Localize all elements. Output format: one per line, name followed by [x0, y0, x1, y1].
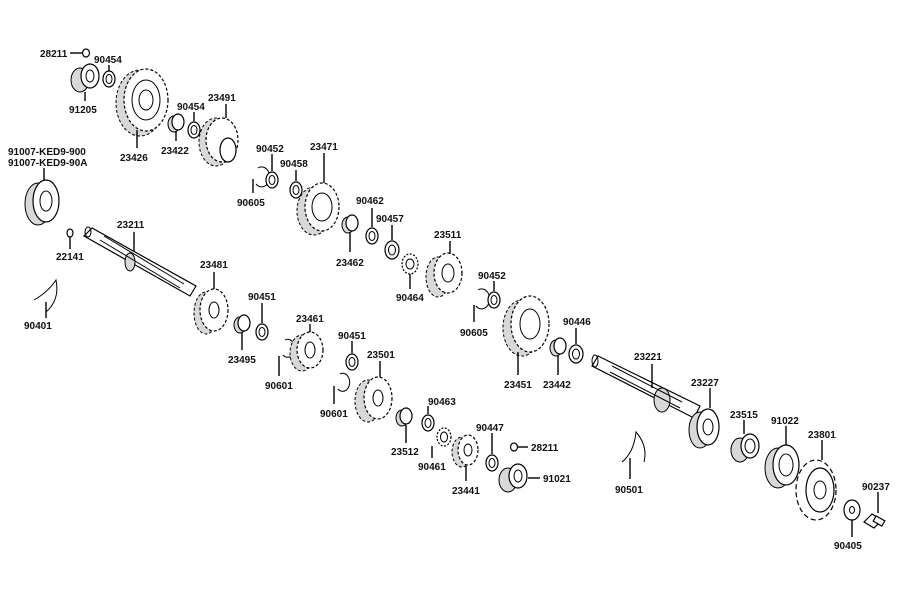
- label-90458: 90458: [280, 159, 308, 170]
- part-90462[interactable]: [365, 208, 379, 245]
- label-23426: 23426: [120, 153, 148, 164]
- label-90601-b: 90601: [320, 409, 348, 420]
- part-90601-b[interactable]: [333, 372, 351, 404]
- label-23501: 23501: [367, 350, 395, 361]
- label-91205: 91205: [69, 105, 97, 116]
- part-23501-gear[interactable]: [354, 361, 393, 423]
- label-90237: 90237: [862, 482, 890, 493]
- part-91021[interactable]: [498, 463, 540, 493]
- part-23462[interactable]: [341, 214, 359, 252]
- label-28211-top: 28211: [40, 49, 68, 60]
- part-23491-gear[interactable]: [198, 104, 239, 167]
- part-90405[interactable]: [843, 499, 861, 537]
- part-23426-gear[interactable]: [115, 68, 169, 148]
- label-90401: 90401: [24, 321, 52, 332]
- label-90464: 90464: [396, 293, 424, 304]
- label-90462: 90462: [356, 196, 384, 207]
- part-labels: 28211 90454 91205 23426 23422 90454 2349…: [8, 49, 890, 552]
- label-90446: 90446: [563, 317, 591, 328]
- part-23441-gear[interactable]: [451, 434, 479, 481]
- label-90454-top: 90454: [94, 55, 122, 66]
- part-90446[interactable]: [568, 328, 584, 364]
- label-23442: 23442: [543, 380, 571, 391]
- part-90452-b[interactable]: [487, 281, 501, 309]
- part-90464[interactable]: [401, 253, 419, 289]
- part-90451-a[interactable]: [255, 303, 269, 341]
- label-90405: 90405: [834, 541, 862, 552]
- part-23515[interactable]: [730, 420, 760, 463]
- label-90451-b: 90451: [338, 331, 366, 342]
- part-90454-a[interactable]: [102, 65, 116, 88]
- label-90601-a: 90601: [265, 381, 293, 392]
- label-90454-b: 90454: [177, 102, 205, 113]
- label-23511: 23511: [434, 230, 462, 241]
- label-23495: 23495: [228, 355, 256, 366]
- label-90501: 90501: [615, 485, 643, 496]
- part-23442[interactable]: [549, 337, 567, 375]
- part-23495[interactable]: [233, 314, 251, 350]
- part-23221-countershaft[interactable]: [591, 354, 701, 419]
- part-23471-gear[interactable]: [296, 153, 340, 236]
- part-28211-top[interactable]: [70, 48, 91, 58]
- part-22141[interactable]: [66, 228, 74, 249]
- part-90451-b[interactable]: [345, 341, 359, 371]
- label-23491: 23491: [208, 93, 236, 104]
- label-91007-900: 91007-KED9-900: [8, 147, 86, 158]
- label-23422: 23422: [161, 146, 189, 157]
- part-91007-bearing[interactable]: [24, 168, 60, 226]
- part-23461-gear[interactable]: [289, 324, 324, 372]
- label-23227: 23227: [691, 378, 719, 389]
- label-90463: 90463: [428, 397, 456, 408]
- label-23515: 23515: [730, 410, 758, 421]
- part-91205[interactable]: [70, 63, 100, 101]
- label-90447: 90447: [476, 423, 504, 434]
- label-90457: 90457: [376, 214, 404, 225]
- label-23801: 23801: [808, 430, 836, 441]
- part-90237-bolt[interactable]: [863, 492, 886, 529]
- label-23471: 23471: [310, 142, 338, 153]
- part-23227-bearing[interactable]: [688, 388, 720, 449]
- part-90501[interactable]: [621, 430, 646, 479]
- label-23462: 23462: [336, 258, 364, 269]
- part-28211-right[interactable]: [509, 442, 529, 452]
- label-23481: 23481: [200, 260, 228, 271]
- part-90454-b[interactable]: [187, 112, 201, 139]
- part-23801-sprocket[interactable]: [795, 440, 837, 521]
- label-23211: 23211: [117, 220, 145, 231]
- label-90605-b: 90605: [460, 328, 488, 339]
- label-91022: 91022: [771, 416, 799, 427]
- label-23512: 23512: [391, 447, 419, 458]
- part-23512[interactable]: [395, 407, 413, 443]
- part-23211-mainshaft[interactable]: [83, 226, 197, 297]
- label-91007-90a: 91007-KED9-90A: [8, 158, 88, 169]
- part-23481-gear[interactable]: [193, 272, 229, 335]
- part-23511-gear[interactable]: [425, 241, 463, 298]
- part-90605-b[interactable]: [473, 288, 491, 322]
- part-90461[interactable]: [431, 427, 452, 458]
- label-23441: 23441: [452, 486, 480, 497]
- part-90458[interactable]: [289, 170, 303, 199]
- part-90457[interactable]: [384, 225, 400, 260]
- label-90452-b: 90452: [478, 271, 506, 282]
- label-23461: 23461: [296, 314, 324, 325]
- part-23451-gear[interactable]: [502, 295, 550, 375]
- label-90461: 90461: [418, 462, 446, 473]
- label-28211-right: 28211: [531, 443, 559, 454]
- label-23221: 23221: [634, 352, 662, 363]
- part-90452-a[interactable]: [265, 154, 279, 189]
- part-90447[interactable]: [485, 433, 499, 472]
- part-23422[interactable]: [167, 113, 185, 141]
- part-90463[interactable]: [421, 406, 435, 432]
- label-90605-a: 90605: [237, 198, 265, 209]
- label-23451: 23451: [504, 380, 532, 391]
- label-91021: 91021: [543, 474, 571, 485]
- label-90451-a: 90451: [248, 292, 276, 303]
- label-90452-a: 90452: [256, 144, 284, 155]
- part-91022-seal[interactable]: [764, 426, 800, 489]
- label-22141: 22141: [56, 252, 84, 263]
- part-90401[interactable]: [33, 278, 58, 318]
